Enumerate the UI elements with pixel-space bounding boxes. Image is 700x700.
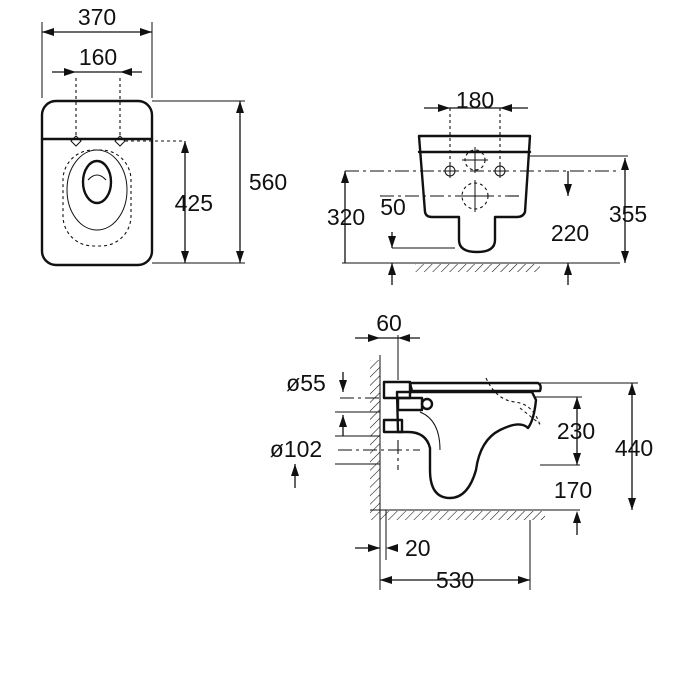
dim-370: 370	[78, 4, 116, 30]
dim-230: 230	[557, 418, 595, 444]
fixing-bracket	[396, 396, 424, 412]
dim-560: 560	[249, 169, 287, 195]
bowl-outlet-top	[81, 159, 113, 205]
fixing-nut	[420, 397, 434, 411]
dim-425: 425	[175, 190, 213, 216]
wall-hatch	[370, 360, 380, 520]
seat-opening	[62, 149, 132, 247]
dim-ø102: ø102	[270, 436, 322, 462]
top-view: 370 160 425 560	[40, 4, 287, 267]
rear-view: 180 320 50 220 355	[327, 87, 647, 285]
dim-160: 160	[79, 44, 117, 70]
seat-lid	[408, 381, 542, 393]
fixing-point-left	[70, 135, 82, 147]
bowl-outlet-inner	[87, 174, 107, 181]
bowl-body-side	[395, 390, 538, 500]
dim-ø55: ø55	[286, 370, 326, 396]
dim-60: 60	[376, 310, 402, 336]
seat-swing-arc	[485, 377, 541, 426]
dim-20: 20	[405, 535, 431, 561]
dim-440: 440	[615, 435, 653, 461]
side-floor-hatch	[380, 511, 545, 520]
dim-320: 320	[327, 204, 365, 230]
dim-530: 530	[436, 567, 474, 593]
pan-rear-outline	[417, 134, 532, 254]
bowl-outline	[66, 149, 128, 231]
side-view: 60 ø55 ø102 230 440 170 20 530	[270, 310, 653, 593]
dim-50: 50	[380, 194, 406, 220]
dim-170: 170	[554, 477, 592, 503]
rear-floor-hatch	[415, 264, 540, 272]
dim-220: 220	[551, 220, 589, 246]
seat-outline-top	[40, 99, 154, 267]
rear-inlet	[462, 147, 488, 173]
fixing-point-right	[114, 135, 126, 147]
dim-180: 180	[456, 87, 494, 113]
outlet-connector	[382, 418, 404, 434]
dim-355: 355	[609, 201, 647, 227]
bowl-inner	[419, 411, 441, 451]
